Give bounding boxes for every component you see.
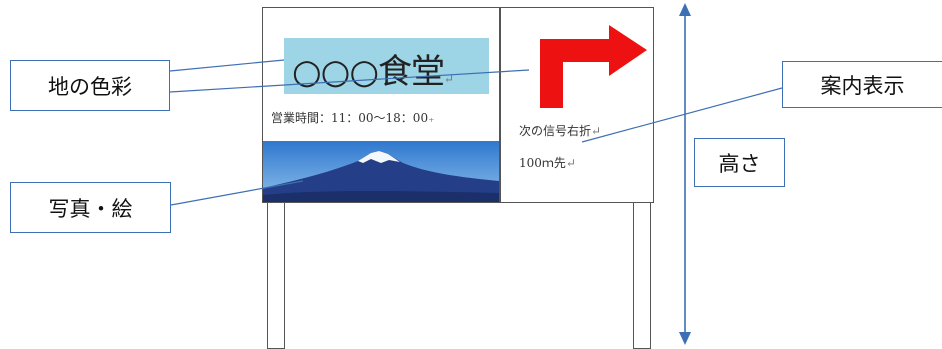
leader-line-photo <box>170 180 304 206</box>
callout-information-display: 案内表示 <box>782 61 942 108</box>
direction-text-line1: 次の信号右折↵ <box>519 124 602 138</box>
double-headed-vertical-arrow-icon <box>679 3 691 345</box>
leader-line-ground-color-top <box>169 59 285 72</box>
shop-name-background <box>284 38 489 94</box>
direction-text-line2: 100ｍ先↵ <box>519 156 576 170</box>
leader-line-information <box>581 87 783 143</box>
right-turn-arrow-icon <box>540 25 647 108</box>
shop-name: ○○○食堂↵ <box>292 52 454 92</box>
callout-ground-color: 地の色彩 <box>10 60 170 111</box>
leader-line-ground-color-bottom <box>169 69 530 93</box>
mount-fuji-photo <box>263 141 499 202</box>
callout-height: 高さ <box>694 138 785 187</box>
business-hours: 営業時間：11：00～18：00₊ <box>271 111 435 125</box>
callout-photo-picture: 写真・絵 <box>10 182 171 233</box>
signboard-divider <box>499 7 501 203</box>
